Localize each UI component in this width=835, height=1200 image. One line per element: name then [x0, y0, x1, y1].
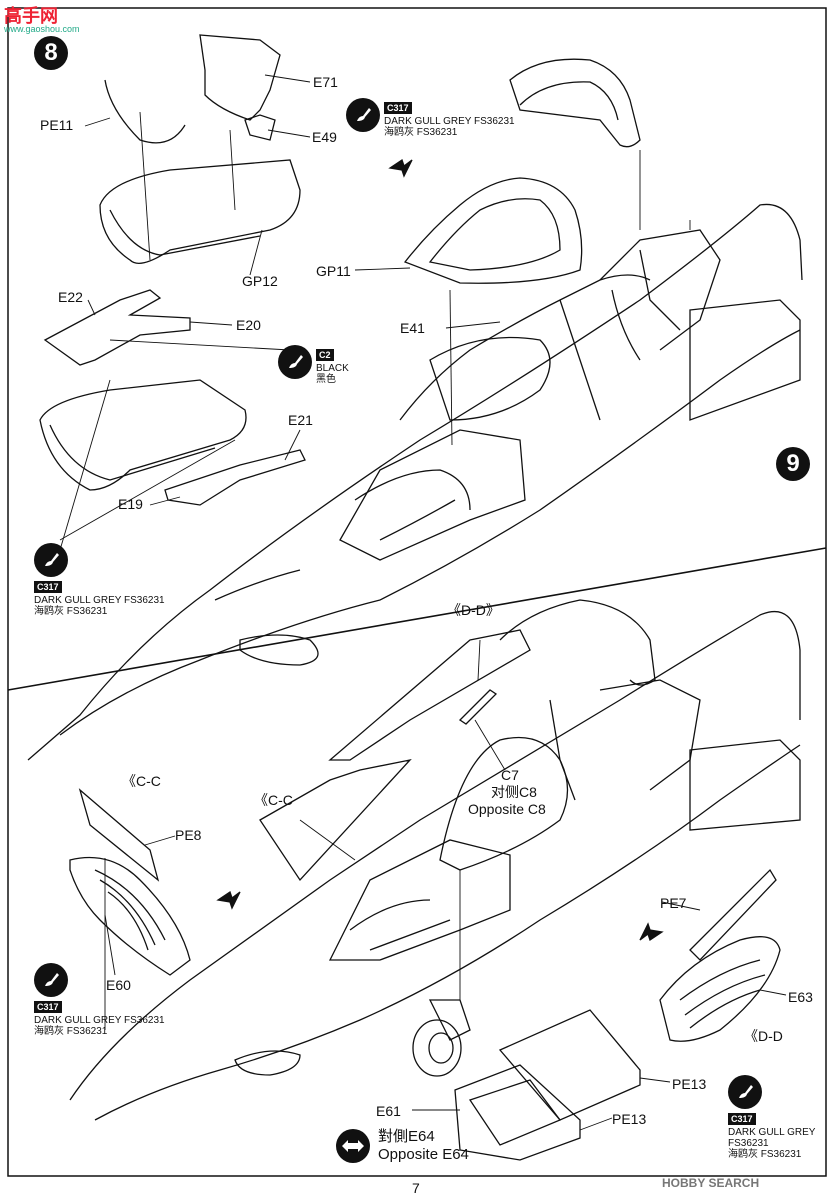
part-e60: [69, 856, 191, 976]
part-door-1: [498, 1009, 641, 1121]
label-c8-cn: 对侧C8: [491, 784, 537, 800]
label-c7: C7: [501, 767, 519, 783]
label-c8-en: Opposite C8: [468, 801, 546, 817]
label-pe8: PE8: [175, 827, 202, 843]
label-e21: E21: [288, 412, 313, 428]
label-e49: E49: [312, 129, 337, 145]
fuselage-upper: [27, 203, 803, 761]
watermark-title: 高手网: [4, 6, 58, 26]
label-gp11: GP11: [316, 263, 351, 279]
label-e41: E41: [400, 320, 425, 336]
paint-callout-5: C317 DARK GULL GREY FS36231 海鸥灰 FS36231: [728, 1075, 820, 1160]
paint-name-cn: 海鸥灰 FS36231: [34, 1026, 108, 1037]
label-section-dd-top: 《D-D》: [447, 602, 500, 618]
paint-brush-icon: [728, 1075, 762, 1109]
direction-arrow-icon: [216, 890, 241, 910]
double-arrow-icon: [336, 1129, 370, 1163]
paint-brush-icon: [34, 963, 68, 997]
canopy-gp11: [403, 177, 583, 284]
paint-name-en: BLACK: [316, 363, 349, 374]
paint-name-cn: 海鸥灰 FS36231: [728, 1149, 802, 1160]
part-e61: [454, 1064, 581, 1161]
page-frame: [7, 7, 827, 1177]
paint-callout-1: C317 DARK GULL GREY FS36231 海鸥灰 FS36231: [346, 98, 515, 138]
label-pe13-b: PE13: [612, 1111, 647, 1127]
label-e60: E60: [106, 977, 131, 993]
part-e21: [164, 449, 306, 506]
paint-callout-2: C2 BLACK 黑色: [278, 345, 349, 385]
part-tub: [39, 379, 247, 491]
direction-arrow-icon: [388, 158, 413, 178]
label-gp12: GP12: [242, 273, 278, 289]
step-badge-8: 8: [34, 36, 68, 70]
step-badge-9: 9: [776, 447, 810, 481]
leader-lines: [59, 74, 787, 1131]
label-pe7: PE7: [660, 895, 687, 911]
label-e61: E61: [376, 1103, 401, 1119]
paint-code: C317: [384, 102, 412, 114]
paint-callout-4: C317 DARK GULL GREY FS36231 海鸥灰 FS36231: [34, 963, 165, 1037]
part-pe8: [78, 788, 160, 882]
fuselage-lower: [69, 599, 801, 1121]
paint-name-en: DARK GULL GREY: [728, 1127, 816, 1138]
label-pe11: PE11: [40, 117, 74, 133]
label-pe13-a: PE13: [672, 1076, 707, 1092]
page-number: 7: [412, 1180, 420, 1196]
direction-arrow-icon: [639, 922, 664, 942]
part-e63: [659, 936, 781, 1042]
paint-fs-number: FS36231: [728, 1138, 769, 1149]
label-section-cc-mid: 《C-C: [254, 792, 293, 808]
paint-name-en: DARK GULL GREY FS36231: [34, 595, 165, 606]
paint-name-cn: 海鸥灰 FS36231: [34, 606, 108, 617]
label-section-dd-right: 《D-D: [744, 1028, 783, 1044]
paint-name-en: DARK GULL GREY FS36231: [384, 116, 515, 127]
part-pe7: [689, 868, 777, 961]
brand-watermark: HOBBY SEARCH: [662, 1176, 760, 1190]
opposite-en: Opposite E64: [378, 1146, 469, 1163]
canopy-open: [509, 58, 641, 148]
watermark-url: www.gaoshou.com: [4, 24, 80, 34]
opposite-cn: 對側E64: [378, 1128, 435, 1145]
paint-brush-icon: [34, 543, 68, 577]
paint-brush-icon: [278, 345, 312, 379]
part-c8: [328, 629, 531, 761]
paint-name-cn: 海鸥灰 FS36231: [384, 127, 458, 138]
part-e71: [199, 34, 281, 121]
part-pe11: [104, 79, 186, 144]
label-e71: E71: [313, 74, 338, 90]
paint-code: C317: [728, 1113, 756, 1125]
paint-brush-icon: [346, 98, 380, 132]
paint-code: C2: [316, 349, 334, 361]
label-section-cc-left: 《C-C: [122, 773, 161, 789]
part-e20: [43, 289, 191, 366]
label-e19: E19: [118, 496, 143, 512]
paint-callout-3: C317 DARK GULL GREY FS36231 海鸥灰 FS36231: [34, 543, 165, 617]
paint-code: C317: [34, 1001, 62, 1013]
paint-name-cn: 黑色: [316, 374, 336, 385]
step-divider: [7, 547, 827, 691]
part-gp12: [99, 159, 301, 264]
nose-wheel: [412, 1019, 462, 1077]
paint-name-en: DARK GULL GREY FS36231: [34, 1015, 165, 1026]
label-e20: E20: [236, 317, 261, 333]
label-e63: E63: [788, 989, 813, 1005]
opposite-e64-note: 對側E64 Opposite E64: [336, 1128, 469, 1164]
paint-code: C317: [34, 581, 62, 593]
label-e22: E22: [58, 289, 83, 305]
